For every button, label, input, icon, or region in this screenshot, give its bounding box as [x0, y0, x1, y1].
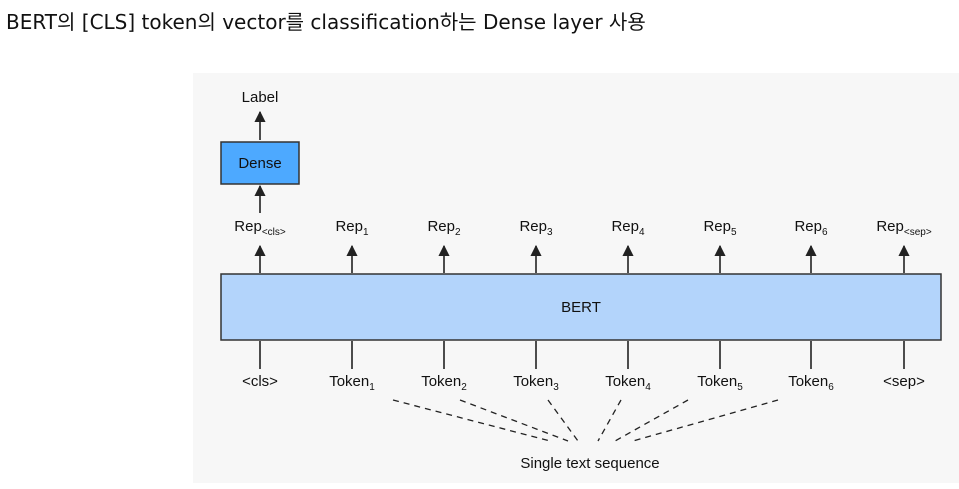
- rep-label-7-subscript: <sep>: [904, 227, 932, 238]
- page-title: BERT의 [CLS] token의 vector를 classificatio…: [6, 10, 646, 34]
- sequence-dash-1: [459, 399, 569, 442]
- rep-label-2-subscript: 2: [455, 227, 461, 238]
- input-token-2-subscript: 2: [461, 382, 467, 393]
- rep-label-0: Rep<cls>: [234, 218, 286, 238]
- input-token-4: Token4: [605, 373, 651, 393]
- input-lines: [259, 341, 905, 369]
- sequence-dash-3: [597, 399, 622, 442]
- rep-label-3-subscript: 3: [547, 227, 553, 238]
- rep-label-4-text: Rep: [611, 218, 639, 235]
- rep-label-0-subscript: <cls>: [262, 227, 286, 238]
- rep-label-5: Rep5: [703, 218, 737, 238]
- sequence-dash-4: [614, 399, 689, 442]
- input-token-5-subscript: 5: [737, 382, 743, 393]
- input-token-4-subscript: 4: [645, 382, 651, 393]
- input-token-2-text: Token: [421, 373, 461, 390]
- rep-label-1: Rep1: [335, 218, 369, 238]
- rep-label-7-text: Rep: [876, 218, 904, 235]
- dense-layer-box: [220, 141, 300, 185]
- bert-encoder-box: [220, 273, 942, 341]
- input-token-1: Token1: [329, 373, 375, 393]
- rep-label-5-text: Rep: [703, 218, 731, 235]
- rep-arrows: [254, 244, 910, 273]
- sequence-caption: Single text sequence: [520, 455, 659, 472]
- rep-label-4-subscript: 4: [639, 227, 645, 238]
- input-token-7-text: <sep>: [883, 373, 925, 390]
- input-token-5-text: Token: [697, 373, 737, 390]
- rep-label-2: Rep2: [427, 218, 461, 238]
- label-output: Label: [242, 89, 279, 106]
- input-token-6-text: Token: [788, 373, 828, 390]
- input-token-0-text: <cls>: [242, 373, 278, 390]
- rep-label-6-subscript: 6: [822, 227, 828, 238]
- rep-label-2-text: Rep: [427, 218, 455, 235]
- sequence-dash-5: [632, 399, 779, 442]
- rep-label-4: Rep4: [611, 218, 645, 238]
- rep-label-5-subscript: 5: [731, 227, 737, 238]
- rep-label-7: Rep<sep>: [876, 218, 931, 238]
- input-token-3-subscript: 3: [553, 382, 559, 393]
- input-token-5: Token5: [697, 373, 743, 393]
- sequence-dash-2: [547, 399, 579, 442]
- rep-label-6: Rep6: [794, 218, 828, 238]
- rep-label-1-subscript: 1: [363, 227, 369, 238]
- input-token-3-text: Token: [513, 373, 553, 390]
- rep-label-0-text: Rep: [234, 218, 262, 235]
- input-token-7: <sep>: [883, 373, 925, 390]
- rep-label-3-text: Rep: [519, 218, 547, 235]
- rep-label-1-text: Rep: [335, 218, 363, 235]
- input-token-4-text: Token: [605, 373, 645, 390]
- input-token-1-text: Token: [329, 373, 369, 390]
- sequence-dashed-lines: [392, 399, 779, 442]
- rep-label-3: Rep3: [519, 218, 553, 238]
- input-token-6: Token6: [788, 373, 834, 393]
- input-token-6-subscript: 6: [828, 382, 834, 393]
- rep-label-6-text: Rep: [794, 218, 822, 235]
- sequence-dash-0: [392, 399, 551, 442]
- bert-encoder-label: BERT: [561, 299, 601, 316]
- dense-layer-label: Dense: [238, 155, 281, 172]
- input-token-3: Token3: [513, 373, 559, 393]
- input-token-1-subscript: 1: [369, 382, 375, 393]
- input-token-0: <cls>: [242, 373, 278, 390]
- input-token-2: Token2: [421, 373, 467, 393]
